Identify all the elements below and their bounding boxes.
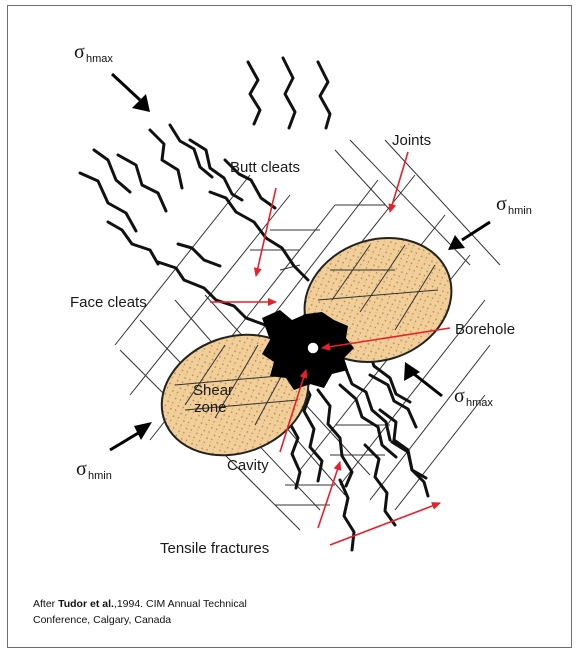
svg-text:hmin: hmin	[508, 205, 532, 217]
stress-label-hmin-right: σ hmin	[496, 193, 532, 217]
label-face-cleats: Face cleats	[70, 294, 147, 311]
caption-reference: ,1994. CIM Annual Technical	[114, 598, 247, 610]
label-borehole: Borehole	[455, 321, 515, 338]
svg-text:hmin: hmin	[88, 470, 112, 482]
stress-label-hmax-bottom: σ hmax	[454, 385, 493, 409]
svg-text:σ: σ	[496, 193, 507, 215]
stress-label-hmin-left: σ hmin	[76, 458, 112, 482]
svg-text:σ: σ	[76, 458, 87, 480]
svg-text:σ: σ	[454, 385, 465, 407]
stress-label-hmax-top: σ hmax	[74, 41, 113, 65]
borehole-hole	[307, 342, 319, 354]
label-joints: Joints	[392, 132, 431, 149]
caption-prefix: After	[33, 598, 58, 610]
figure-caption: After Tudor et al.,1994. CIM Annual Tech…	[33, 596, 513, 628]
caption-line-2: Conference, Calgary, Canada	[33, 612, 513, 628]
caption-line-1: After Tudor et al.,1994. CIM Annual Tech…	[33, 596, 513, 612]
label-shear: Shear	[193, 382, 233, 399]
label-cavity: Cavity	[227, 457, 269, 474]
caption-author: Tudor et al.	[58, 598, 114, 610]
svg-text:hmax: hmax	[466, 397, 493, 409]
label-butt-cleats: Butt cleats	[230, 159, 300, 176]
svg-text:σ: σ	[74, 41, 85, 63]
svg-text:hmax: hmax	[86, 53, 113, 65]
label-tensile-fractures: Tensile fractures	[160, 540, 269, 557]
label-zone: zone	[194, 399, 227, 416]
